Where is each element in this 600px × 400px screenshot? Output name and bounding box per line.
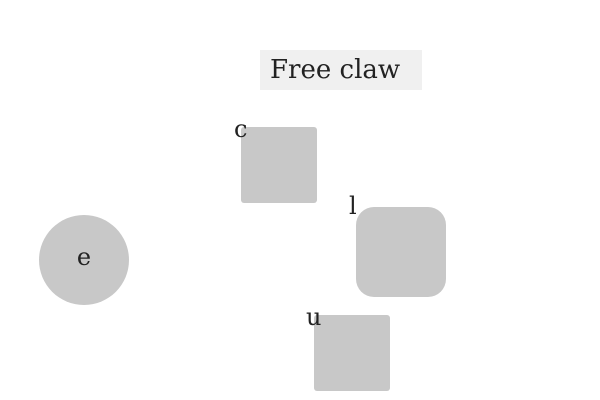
piece-l[interactable] [356, 207, 446, 297]
piece-label-u: u [306, 303, 322, 331]
title-button[interactable]: Free claw [260, 50, 422, 90]
piece-label-l: l [349, 192, 357, 220]
piece-c[interactable] [241, 127, 317, 203]
piece-label-c: c [234, 115, 248, 143]
piece-e[interactable]: e [39, 215, 129, 305]
piece-u[interactable] [314, 315, 390, 391]
piece-label-e: e [76, 243, 92, 271]
